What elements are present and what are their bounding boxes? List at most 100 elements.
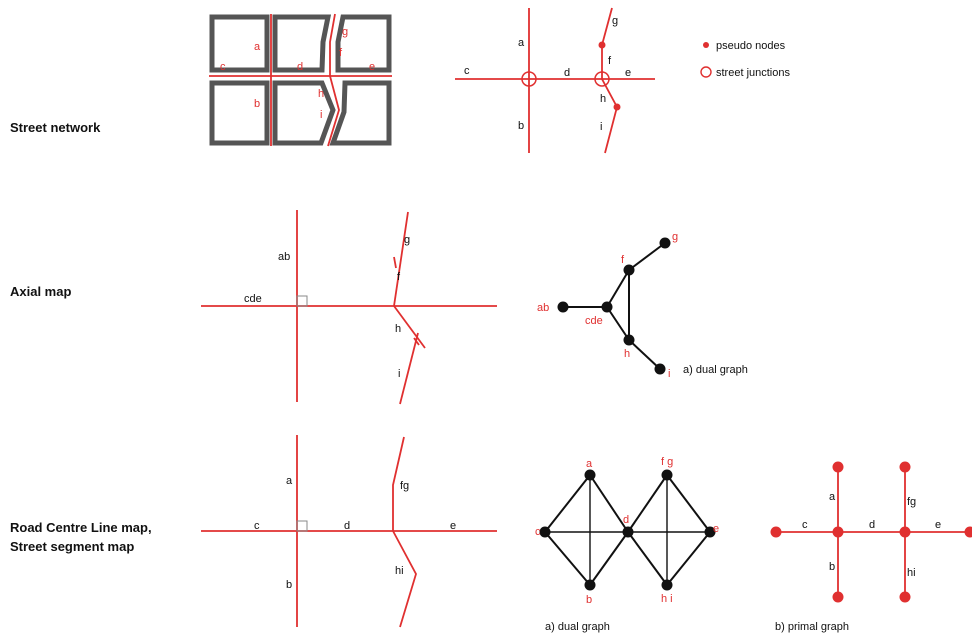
primal-label-a: a: [829, 491, 836, 503]
axial-line-h: [393, 305, 426, 349]
rcl-label-hi: hi: [395, 565, 404, 577]
block-top-right: [335, 14, 392, 73]
line-label-d: d: [564, 67, 570, 79]
primal-label-d: d: [869, 519, 875, 531]
axial-line-i: [399, 332, 419, 405]
axial-label-i: i: [398, 368, 400, 380]
primal-label-fg: fg: [907, 496, 916, 508]
axial-tick-h: [413, 337, 420, 346]
node-label-g: g: [672, 231, 678, 243]
node-cde: [601, 301, 613, 313]
block-label-g: g: [342, 26, 348, 38]
block-bottom-left: [209, 80, 270, 146]
node-label-ab: ab: [537, 302, 549, 314]
primal-label-hi: hi: [907, 567, 916, 579]
block-top-left: [209, 14, 270, 73]
axial-label-ab: ab: [278, 251, 290, 263]
node-f: [623, 264, 635, 276]
dual-node-d: [622, 526, 634, 538]
dual-node-a: [584, 469, 596, 481]
axial-line-fg: [393, 211, 409, 307]
edge-cde-f: [606, 269, 630, 308]
rcl-dual-graph: a b c d e f g h i a) dual graph: [535, 456, 719, 633]
primal-node-c-end: [770, 526, 782, 538]
primal-node-e-end: [964, 526, 972, 538]
edge-d-hi: [627, 531, 668, 586]
legend-street-junctions: street junctions: [716, 67, 790, 79]
dual-label-a: a: [586, 458, 593, 470]
rcl-label-a: a: [286, 475, 293, 487]
edge-c-b: [544, 531, 591, 586]
line-label-g: g: [612, 15, 618, 27]
row-label-axial-map: Axial map: [10, 284, 71, 299]
rcl-primal-caption: b) primal graph: [775, 621, 849, 633]
axial-label-h: h: [395, 323, 401, 335]
rcl-label-e: e: [450, 520, 456, 532]
node-i: [654, 363, 666, 375]
line-label-f: f: [608, 55, 612, 67]
axial-tick-f: [393, 256, 397, 269]
street-lines-panel: a b c d e f g h i: [455, 7, 655, 154]
line-fghi: [601, 7, 618, 154]
block-label-b: b: [254, 98, 260, 110]
junction-fg-cde: [594, 71, 610, 87]
block-bottom-middle: [272, 80, 336, 146]
dual-label-e: e: [713, 523, 719, 535]
rcl-label-fg: fg: [400, 480, 409, 492]
edge-h-i: [628, 339, 661, 370]
block-top-middle: [272, 14, 332, 73]
rcl-primal-graph: a b c d e fg hi b) primal graph: [770, 461, 972, 633]
node-label-f: f: [621, 254, 625, 266]
edge-a-d: [589, 474, 629, 533]
dual-label-b: b: [586, 594, 592, 606]
block-label-a: a: [254, 41, 261, 53]
axial-map-panel: ab cde f g h i: [201, 210, 497, 405]
pseudo-node-hi: [613, 103, 621, 111]
row-label-rcl-1: Road Centre Line map,: [10, 520, 152, 535]
row-label-street-network: Street network: [10, 120, 101, 135]
line-label-h: h: [600, 93, 606, 105]
legend-pseudo-nodes: pseudo nodes: [716, 40, 786, 52]
edge-cde-h: [606, 306, 630, 341]
edge-hi-e: [666, 531, 711, 586]
axial-dual-graph: ab cde f g h i a) dual graph: [537, 231, 748, 380]
axial-label-cde: cde: [244, 293, 262, 305]
node-label-cde: cde: [585, 315, 603, 327]
legend-junction-marker: [700, 66, 712, 78]
rcl-line-fg: [392, 436, 405, 531]
block-label-e: e: [369, 61, 375, 73]
block-label-h: h: [318, 88, 324, 100]
line-label-e: e: [625, 67, 631, 79]
axial-dual-caption: a) dual graph: [683, 364, 748, 376]
edge-d-fg: [627, 474, 668, 533]
pseudo-node-fg: [598, 41, 606, 49]
rcl-map-panel: a b c d e fg hi: [201, 435, 497, 628]
primal-node-junction-1: [832, 526, 844, 538]
line-label-b: b: [518, 120, 524, 132]
node-label-h: h: [624, 348, 630, 360]
primal-node-junction-2: [899, 526, 911, 538]
row-label-rcl-2: Street segment map: [10, 539, 134, 554]
primal-node-b-end: [832, 591, 844, 603]
node-h: [623, 334, 635, 346]
dual-label-fg: f g: [661, 456, 673, 468]
primal-label-c: c: [802, 519, 808, 531]
edge-fg-e: [666, 474, 711, 533]
dual-label-c: c: [535, 526, 541, 538]
axial-label-g: g: [404, 234, 410, 246]
legend: pseudo nodes street junctions: [700, 40, 790, 79]
rcl-line-hi: [392, 530, 417, 628]
dual-node-e: [704, 526, 716, 538]
node-g: [659, 237, 671, 249]
dual-node-hi: [661, 579, 673, 591]
block-label-c: c: [220, 61, 226, 73]
line-label-i: i: [600, 121, 602, 133]
primal-label-e: e: [935, 519, 941, 531]
block-bottom-right: [329, 80, 392, 146]
rcl-dual-caption: a) dual graph: [545, 621, 610, 633]
street-blocks-panel: a b c d e f g h i: [209, 13, 392, 147]
block-label-f: f: [339, 47, 343, 59]
edge-b-d: [589, 531, 629, 586]
line-label-a: a: [518, 37, 525, 49]
